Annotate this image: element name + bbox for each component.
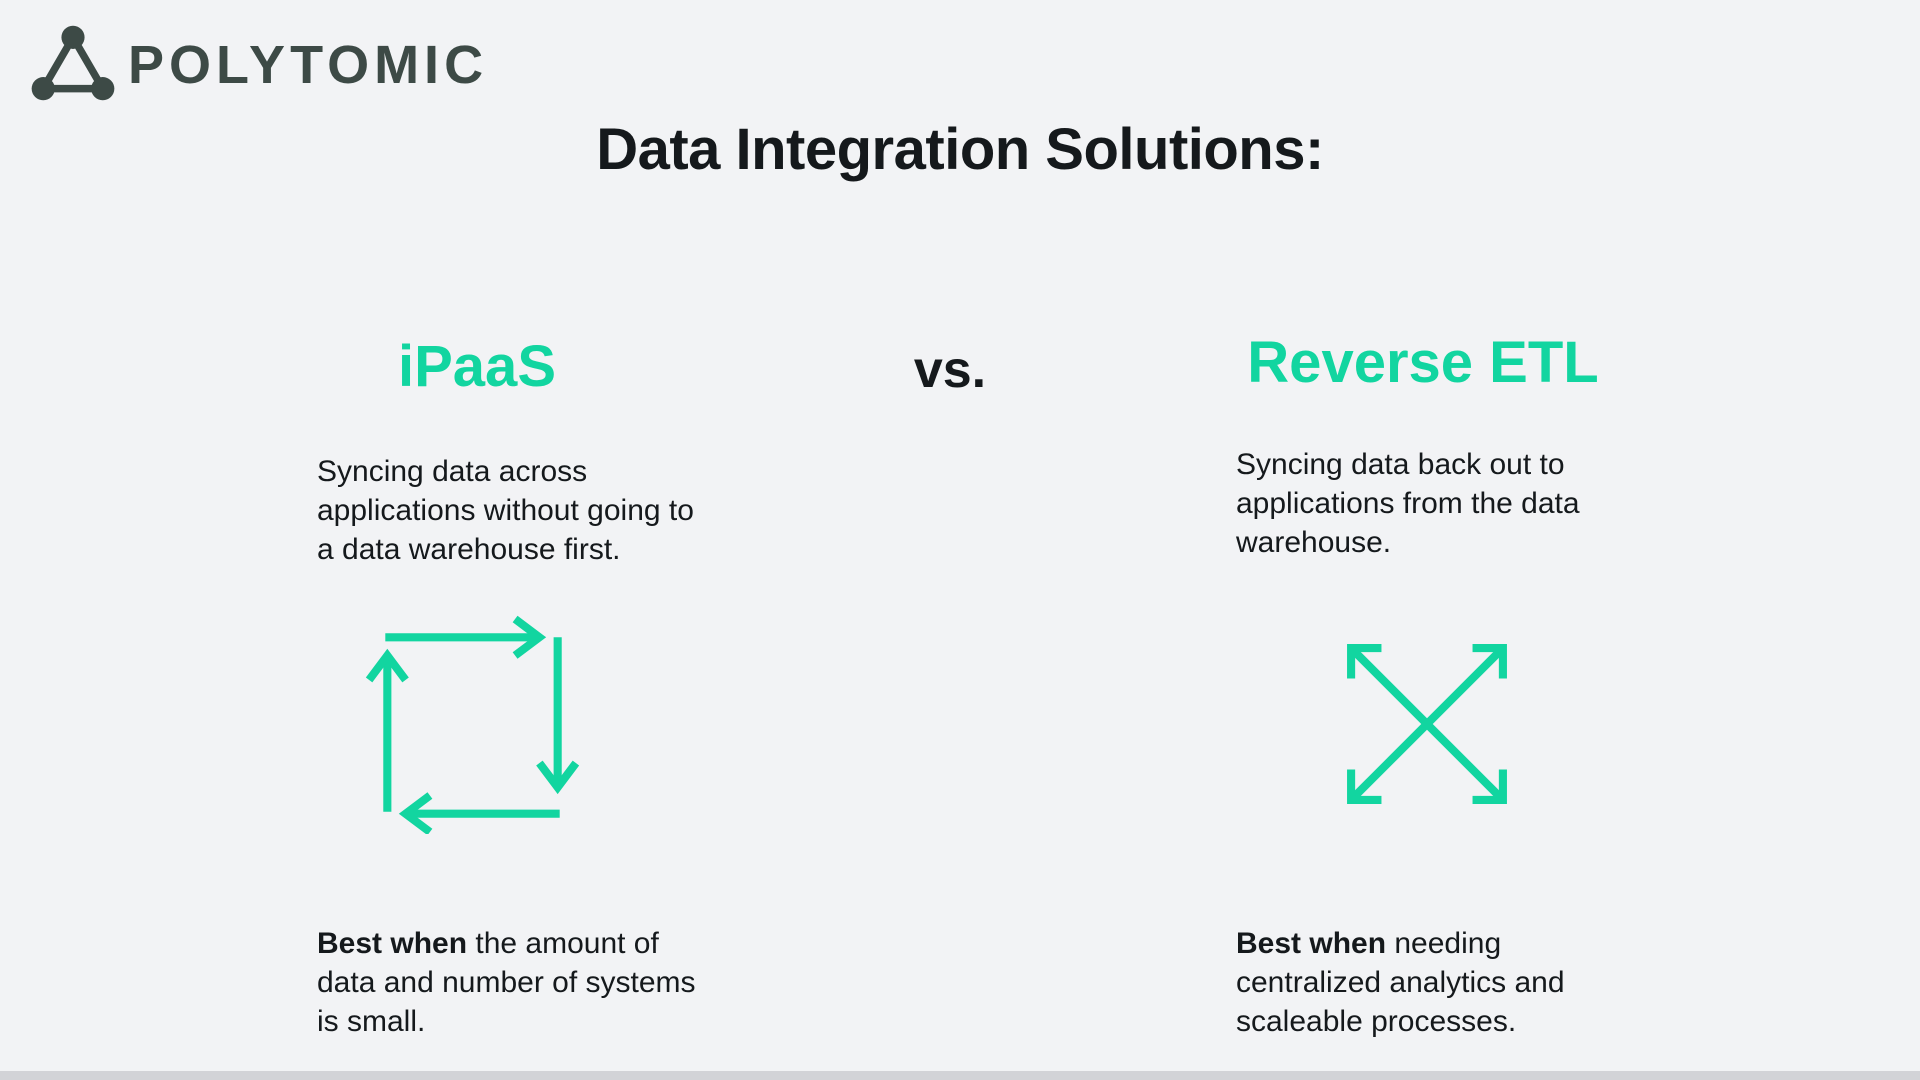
reverse-etl-description: Syncing data back out to applications fr… (1236, 448, 1580, 559)
ipaas-best-when-text: the amount of data and number of systems… (317, 927, 696, 1038)
ipaas-best-when-lead: Best when (317, 927, 468, 960)
reverse-etl-heading: Reverse ETL (1247, 330, 1599, 395)
reverse-etl-column: Reverse ETL Syncing data back out to app… (1236, 331, 1706, 1038)
reverse-etl-best-when-lead: Best when (1236, 927, 1387, 960)
ipaas-column: iPaaS Syncing data across applications w… (317, 334, 787, 1038)
brand-name: POLYTOMIC (128, 35, 489, 95)
triangle-nodes-icon (31, 25, 115, 101)
crossed-arrows-icon (1343, 640, 1511, 808)
page-edge-bar (0, 1071, 1920, 1080)
ipaas-heading: iPaaS (398, 334, 556, 399)
ipaas-best-when: Best when the amount of data and number … (317, 885, 696, 1041)
brand-logo: POLYTOMIC (30, 24, 488, 102)
page-title: Data Integration Solutions: (596, 117, 1324, 182)
reverse-etl-best-when: Best when needing centralized analytics … (1236, 885, 1565, 1041)
cycle-arrows-icon (365, 615, 580, 834)
vs-label: vs. (913, 341, 987, 399)
reverse-etl-best-when-text: needing centralized analytics and scalea… (1236, 927, 1565, 1038)
ipaas-description: Syncing data across applications without… (317, 455, 694, 566)
